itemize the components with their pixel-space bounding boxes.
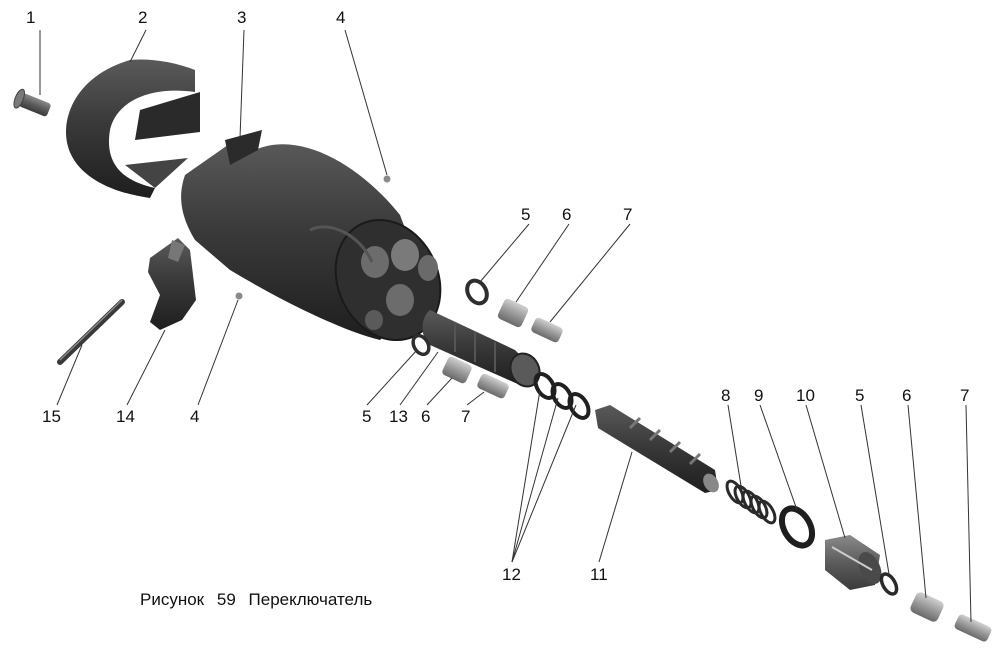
part-5-o-ring-upper [465,278,489,306]
callout-5-right: 5 [855,386,865,405]
leader-lines [39,29,972,623]
caption-number: 59 [216,590,236,609]
part-7-nozzle-right [954,614,992,642]
callout-10: 10 [796,386,815,405]
part-7-nozzle-upper [531,317,563,343]
part-1-screw [13,88,51,117]
callout-13: 13 [389,407,408,426]
part-9-washer [778,505,816,549]
part-15-pin-highlight [59,299,123,361]
callout-8: 8 [721,386,731,405]
callout-14: 14 [116,407,135,426]
callout-9: 9 [754,386,764,405]
callout-15: 15 [42,407,61,426]
callout-7-upper: 7 [623,205,633,224]
part-8-spring [725,479,777,525]
callout-11: 11 [590,565,608,584]
caption-title: Переключатель [248,590,373,609]
part-11-valve-stem [595,405,719,493]
part-13-sleeve [422,310,541,388]
part-4-ball-upper [383,175,391,183]
callout-7-right: 7 [960,386,970,405]
caption-prefix: Рисунок [140,590,205,609]
part-14-lever [148,238,196,330]
part-10-nut [825,535,882,590]
callout-3: 3 [237,8,247,27]
part-6-bushing-right [910,592,944,622]
part-6-bushing-lower [442,356,472,384]
callout-12: 12 [502,565,521,584]
callout-5-lower: 5 [362,407,372,426]
part-4-ball-lower [235,292,243,300]
callout-6-lower: 6 [421,407,431,426]
part-7-nozzle-lower [477,373,509,399]
callout-6-upper: 6 [562,205,572,224]
part-5-o-ring-right [879,572,899,596]
figure-caption: Рисунок 59 Переключатель [140,590,380,610]
part-5-o-ring-lower [411,333,431,357]
part-15-pin [57,299,125,365]
part-12-rings [533,372,591,420]
callout-7-lower: 7 [461,407,471,426]
part-6-bushing-upper [497,298,529,328]
callout-5-upper: 5 [521,205,531,224]
part-2-half-shell [65,59,200,199]
callout-1: 1 [26,8,36,27]
part-3-housing [181,130,442,342]
callout-4-upper: 4 [336,8,346,27]
callout-6-right: 6 [902,386,912,405]
callout-4-lower: 4 [190,407,200,426]
callout-2: 2 [138,8,148,27]
